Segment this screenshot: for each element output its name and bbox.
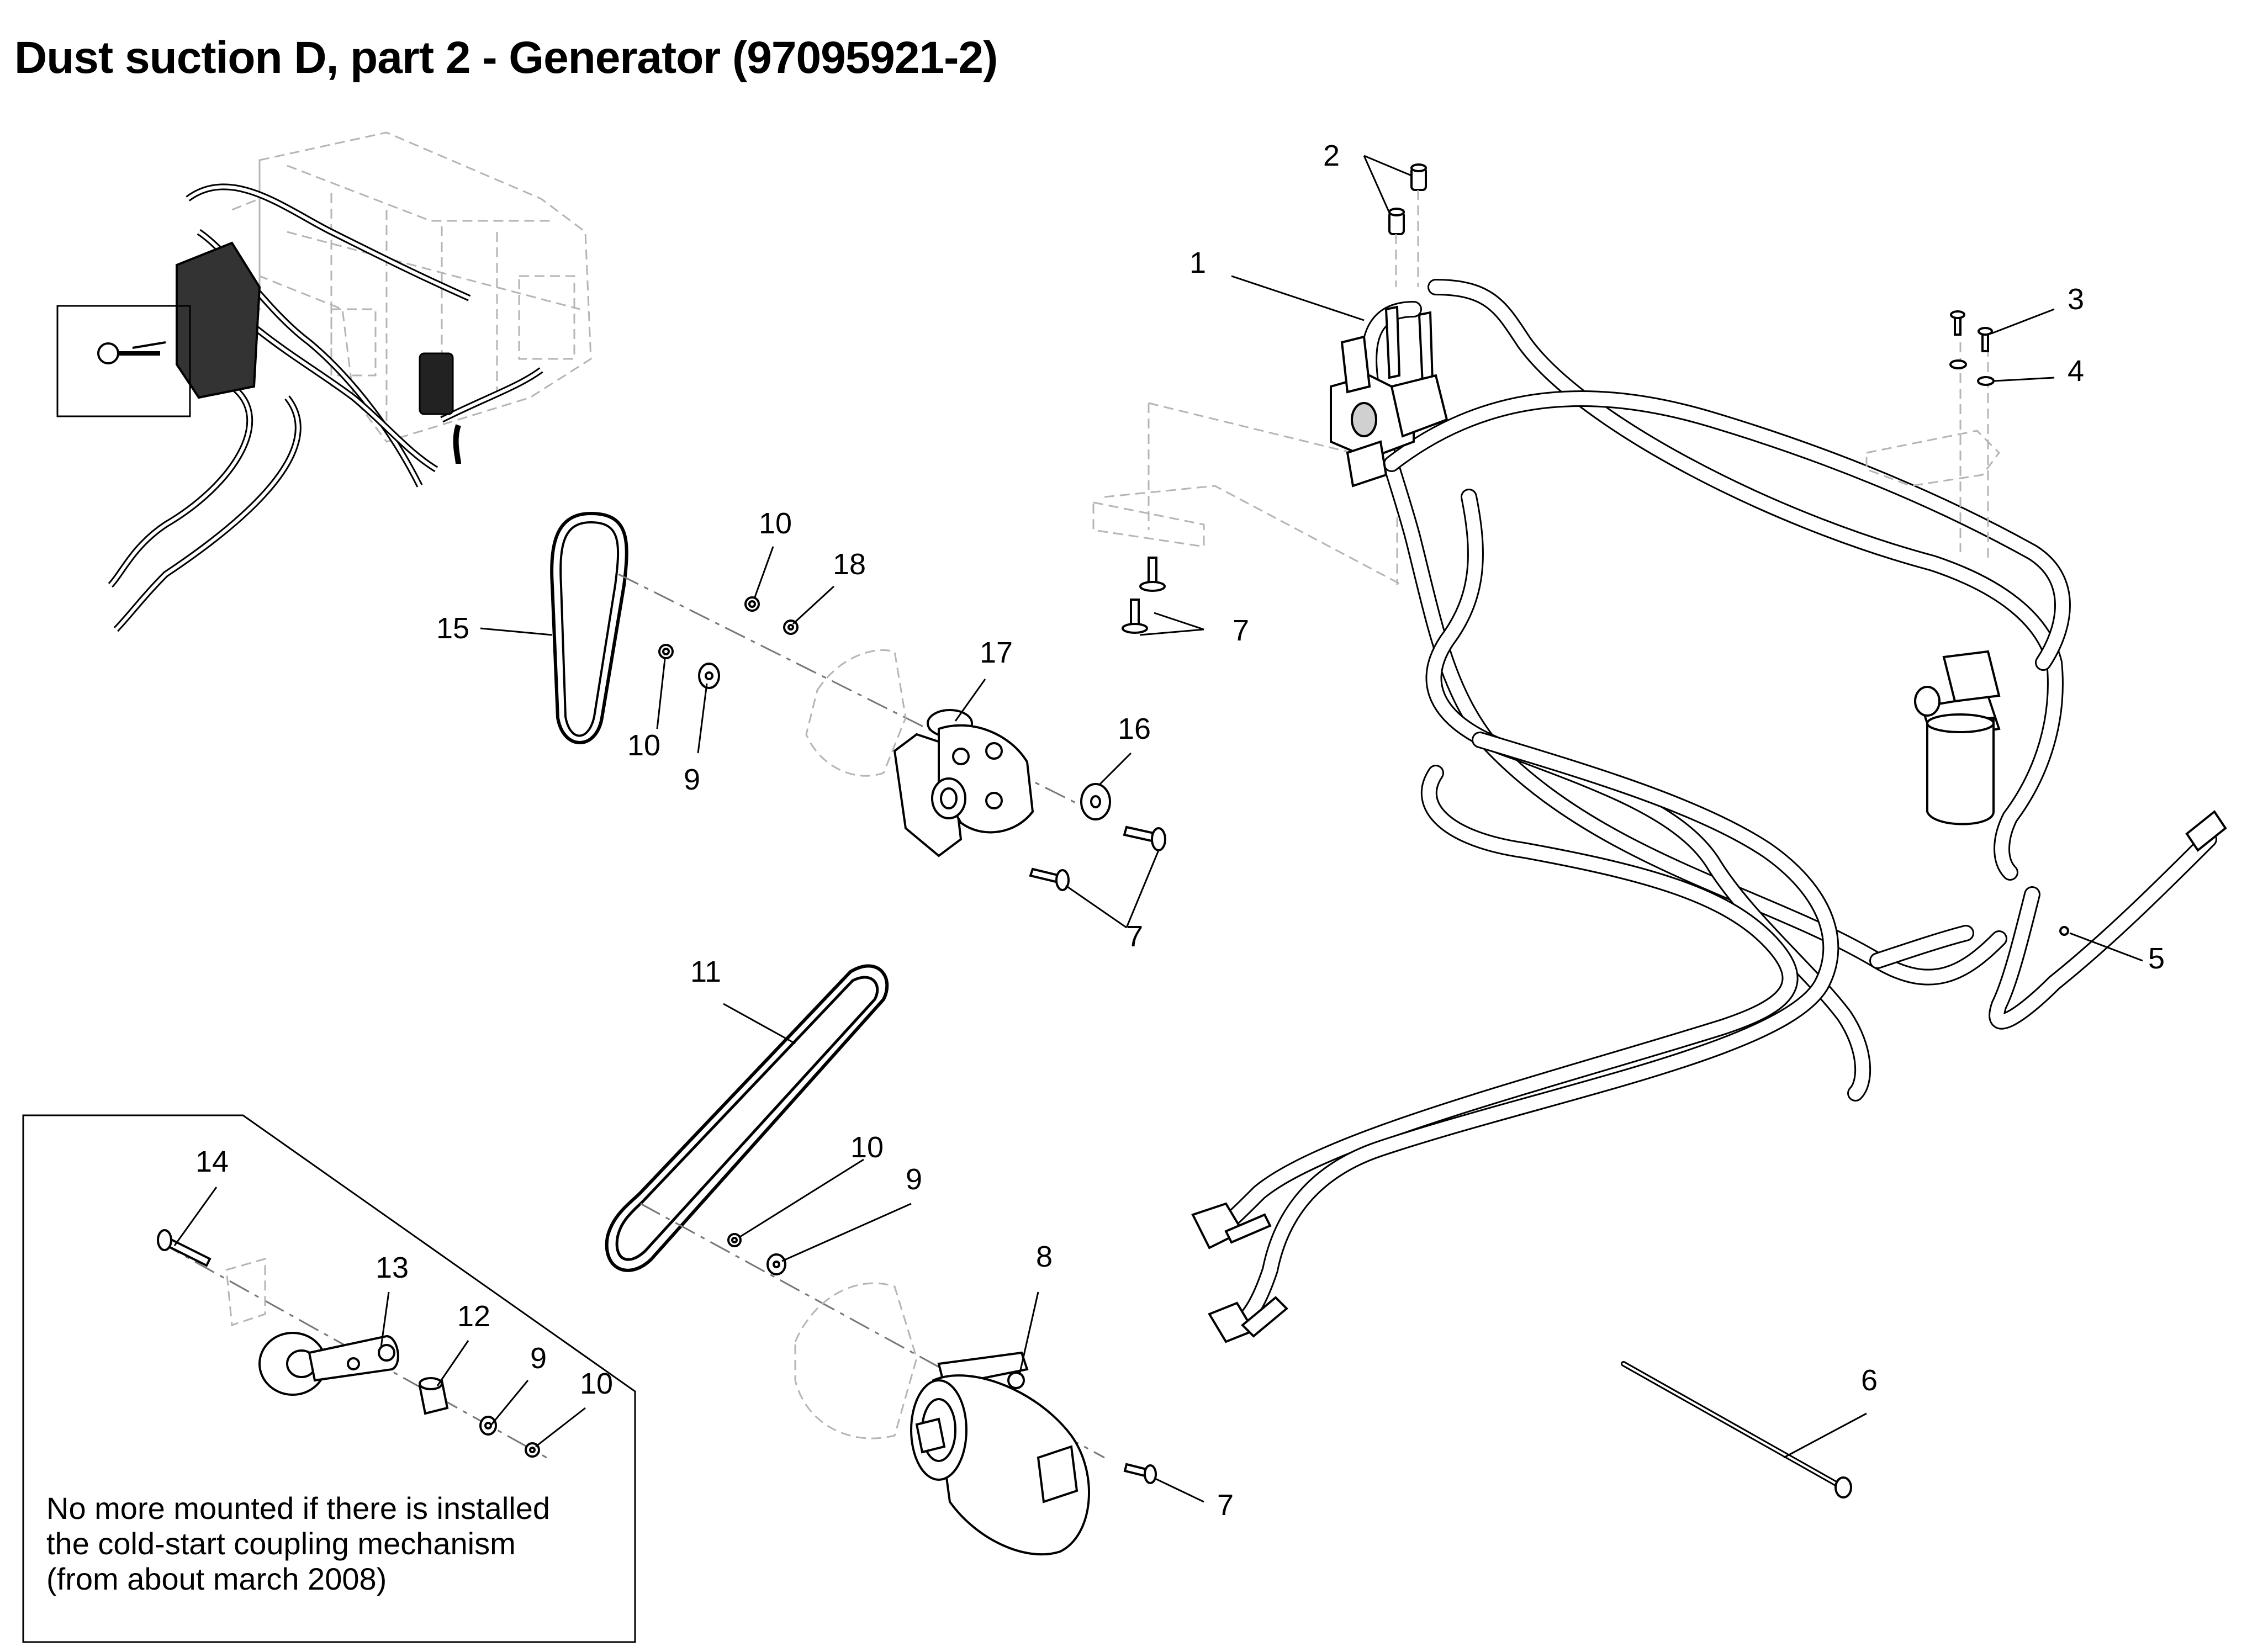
generator-cover-ghost (794, 1282, 918, 1439)
bolt-14 (157, 1229, 212, 1267)
v-belt-15 (550, 511, 628, 744)
pump-17 (893, 709, 1034, 857)
bracket-right (1865, 331, 2000, 558)
hose-fitting-left-a (1191, 1202, 1272, 1249)
tensioner-bracket-ghost (225, 1258, 266, 1327)
clip-5 (2059, 926, 2069, 936)
bolt-7-pump-lower (1029, 867, 1070, 891)
washer-16 (1080, 783, 1111, 820)
overview-inset-box (56, 305, 191, 417)
callout-17: 17 (980, 636, 1013, 669)
callout-5: 5 (2148, 942, 2165, 975)
overview-generator-cluster (176, 241, 261, 399)
washer-4-b (1977, 376, 1995, 386)
note-line-2: the cold-start coupling mechanism (46, 1526, 516, 1561)
bolt-7-bracket-b (1122, 599, 1148, 634)
callout-12: 12 (457, 1300, 490, 1333)
tensioner-13 (258, 1332, 399, 1396)
overview-thumbnail (56, 131, 592, 632)
callout-9-belt: 9 (906, 1163, 922, 1196)
hose-fitting-right (2185, 810, 2227, 852)
nut-10-belt (727, 1233, 742, 1247)
generator-8 (910, 1351, 1090, 1556)
callout-9-inset: 9 (530, 1342, 547, 1375)
cable-tie-6 (1621, 1361, 1852, 1499)
bolt-7-generator (1123, 1463, 1157, 1484)
note-line-1: No more mounted if there is installed (46, 1491, 550, 1526)
callout-10-belt: 10 (850, 1131, 884, 1164)
callout-11: 11 (690, 955, 721, 988)
callout-18: 18 (833, 548, 866, 581)
note-line-3: (from about march 2008) (46, 1561, 387, 1596)
callout-7-bracket: 7 (1233, 614, 1249, 647)
machine-body-ghost (231, 131, 592, 443)
valve-block (1330, 305, 1448, 488)
pump-cover-ghost (805, 649, 907, 777)
overview-filter (419, 352, 454, 415)
screw-3-a (1950, 310, 1965, 336)
callout-14: 14 (195, 1145, 229, 1178)
spacer-2-bottom (1388, 208, 1405, 235)
installation-note: No more mounted if there is installed th… (46, 1491, 550, 1597)
diagram-title: Dust suction D, part 2 - Generator (9709… (14, 33, 998, 83)
sleeve-12 (418, 1377, 449, 1415)
callout-6: 6 (1861, 1364, 1878, 1397)
nut-10-lower (658, 644, 674, 659)
callout-1: 1 (1189, 246, 1206, 279)
callout-2: 2 (1323, 139, 1340, 172)
callout-7-generator: 7 (1217, 1489, 1234, 1522)
washer-4-a (1949, 359, 1967, 369)
callout-8: 8 (1036, 1240, 1053, 1273)
washer-9-upper (698, 663, 720, 689)
leader-lines (173, 155, 2143, 1503)
bolt-7-bracket-a (1139, 557, 1166, 592)
overview-hoses (108, 183, 543, 632)
bolt-7-pump-upper (1123, 825, 1166, 851)
washer-9-inset (479, 1416, 497, 1436)
v-belt-11 (605, 964, 889, 1272)
callout-4: 4 (2068, 354, 2084, 388)
spacer-2-top (1410, 163, 1427, 191)
callout-10-upper: 10 (759, 507, 792, 540)
screw-3-b (1978, 327, 1993, 352)
callout-13: 13 (376, 1251, 409, 1284)
callout-labels: 1 2 3 4 5 6 7 7 7 8 9 9 9 10 10 10 10 11… (195, 139, 2165, 1522)
hose-fitting-left-b (1208, 1296, 1288, 1343)
callout-16: 16 (1118, 712, 1151, 745)
callout-9-upper: 9 (684, 763, 700, 796)
callout-7-pump: 7 (1127, 920, 1143, 953)
washer-9-belt (766, 1253, 786, 1275)
callout-3: 3 (2068, 283, 2084, 316)
inset-box (22, 1114, 636, 1643)
oil-filter (1914, 650, 2001, 825)
nut-10-upper (744, 596, 760, 612)
callout-10-lower: 10 (627, 729, 660, 762)
callout-15: 15 (436, 612, 469, 645)
callout-10-inset: 10 (580, 1367, 613, 1400)
